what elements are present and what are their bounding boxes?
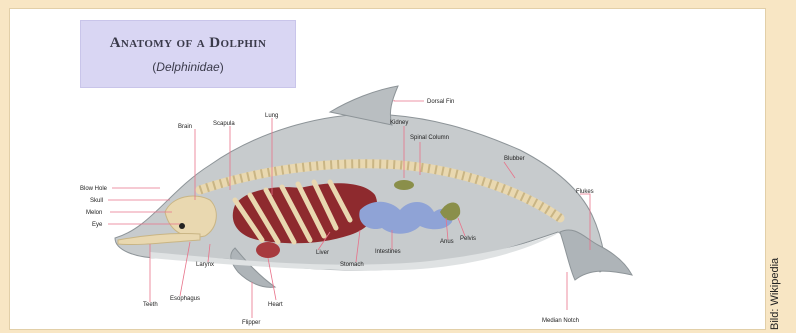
heart [256,242,280,258]
diagram-title: Anatomy of a Dolphin [81,35,295,52]
label-teeth: Teeth [143,302,158,308]
label-liver: Liver [316,250,329,256]
diagram-subtitle-latin: Delphinidae [156,60,219,74]
kidney [394,180,414,190]
label-pelvis: Pelvis [460,236,476,242]
diagram-subtitle: (Delphinidae) [81,60,295,74]
label-esophagus: Esophagus [170,296,200,302]
label-flukes: Flukes [576,189,594,195]
label-lung: Lung [265,113,278,119]
label-kidney: Kidney [390,120,408,126]
label-brain: Brain [178,124,192,130]
label-blubber: Blubber [504,156,525,162]
image-credit: Bild: Wikipedia [769,258,781,330]
label-larynx: Larynx [196,262,214,268]
label-spinal-column: Spinal Column [410,135,449,141]
label-stomach: Stomach [340,262,364,268]
label-anus: Anus [440,239,454,245]
label-melon: Melon [86,210,102,216]
label-median-notch: Median Notch [542,318,579,324]
label-intestines: Intestines [375,249,401,255]
label-skull: Skull [90,198,103,204]
label-blow-hole: Blow Hole [80,186,108,192]
label-flipper: Flipper [242,320,260,326]
label-heart: Heart [268,302,283,308]
label-eye: Eye [92,222,103,228]
title-box: Anatomy of a Dolphin (Delphinidae) [80,20,296,88]
label-dorsal-fin: Dorsal Fin [427,99,454,105]
label-scapula: Scapula [213,121,235,127]
